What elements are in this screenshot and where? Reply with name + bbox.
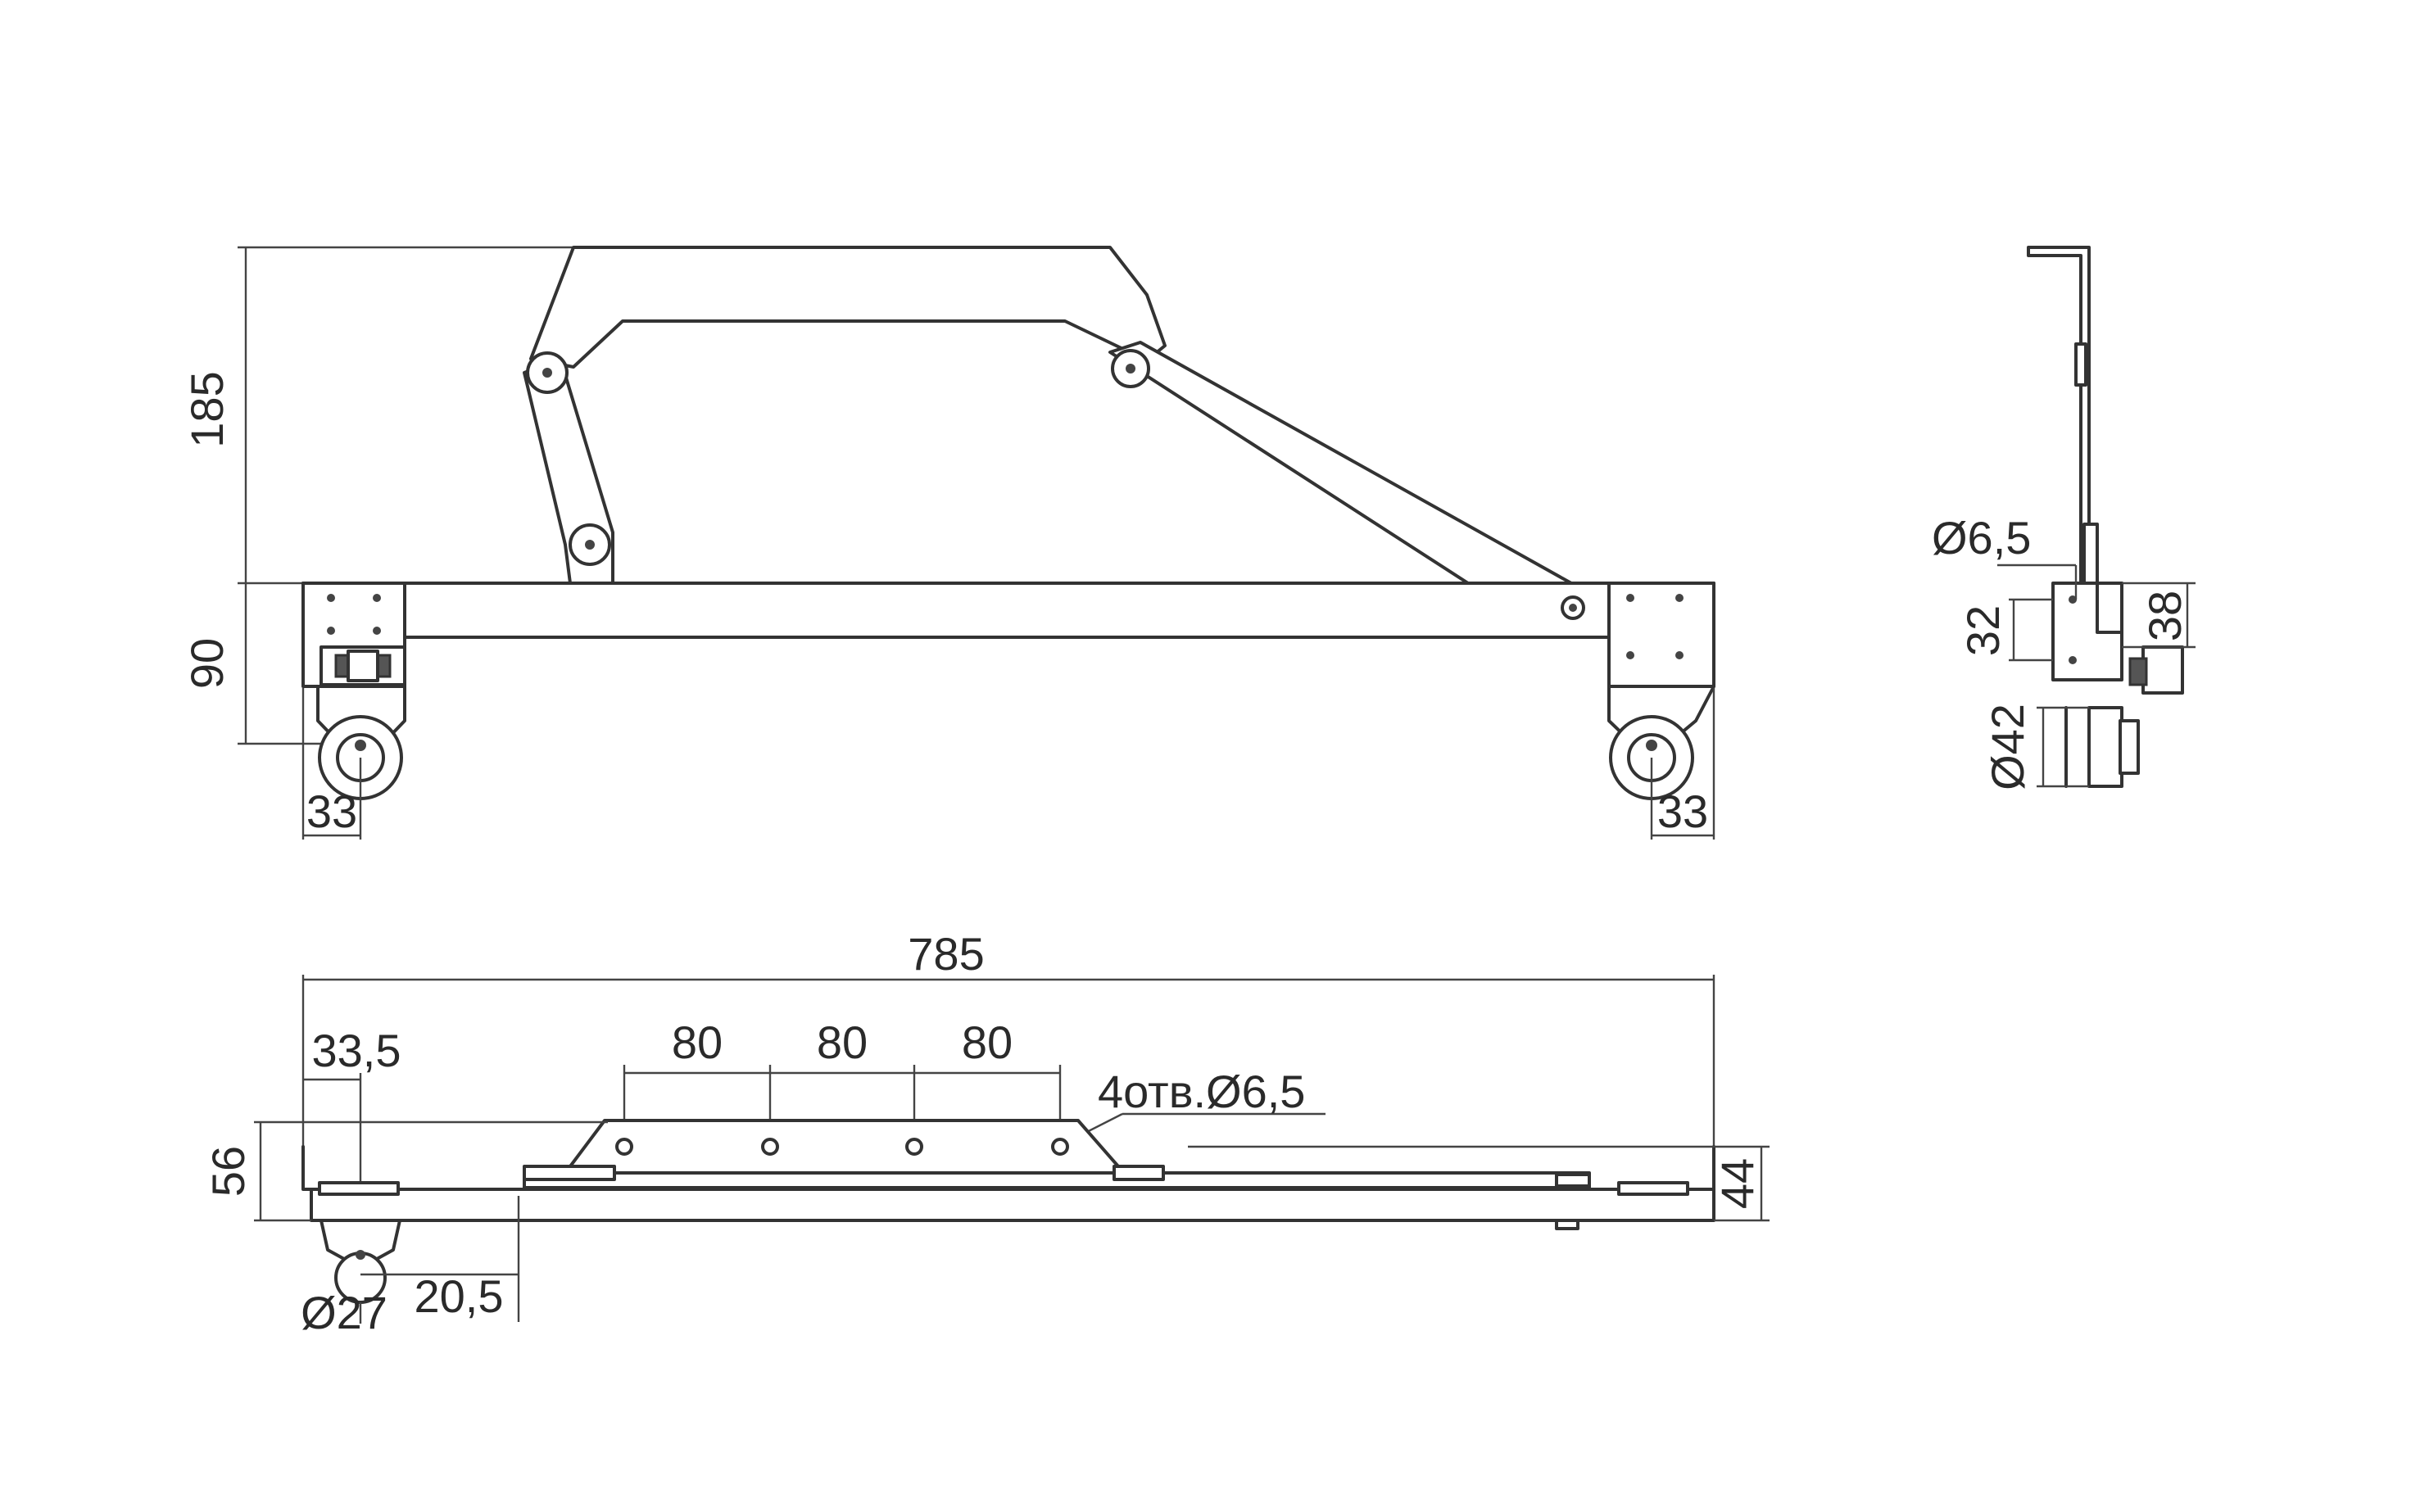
dim-label-hole: Ø6,5 [1932, 512, 2031, 564]
caster-left [301, 582, 406, 800]
end-wheel [2087, 706, 2123, 788]
dim-end-hole: Ø6,5 [1932, 512, 2078, 600]
dim-label-56: 56 [202, 1146, 254, 1197]
hook-upright [2027, 246, 2091, 588]
dim-label-785: 785 [908, 928, 984, 980]
plan-view: 785 33,5 80 80 80 4отв.Ø6,5 [202, 928, 1770, 1338]
dim-label-42: Ø42 [1982, 704, 2033, 790]
plan-caster [319, 1219, 401, 1304]
diagonal-strut [1108, 341, 1573, 585]
dim-label-80-c: 80 [962, 1016, 1013, 1068]
dim-depth-right: 44 [1188, 1145, 1770, 1222]
dim-wheel-left: 33 [301, 688, 362, 840]
dim-label-185: 185 [181, 371, 233, 447]
dim-end-38: 38 [2122, 582, 2196, 649]
dim-height-arm: 185 [181, 246, 573, 585]
frame-bar [301, 582, 1715, 639]
dim-label-20-5: 20,5 [415, 1270, 504, 1322]
dim-depth-left: 56 [202, 1120, 608, 1222]
caster-right [1607, 582, 1715, 800]
mounting-plate [564, 1119, 1126, 1175]
dim-label-33-left: 33 [306, 785, 357, 837]
handle-arm [529, 246, 1167, 369]
plan-frame [310, 1188, 1715, 1222]
plan-rail [523, 1171, 1591, 1189]
dim-label-holes: 4отв.Ø6,5 [1098, 1066, 1305, 1117]
dim-height-frame: 90 [181, 583, 360, 745]
dim-holes-note: 4отв.Ø6,5 [1028, 1066, 1326, 1163]
dim-overall-length: 785 [301, 928, 1715, 1171]
side-view: 185 90 [181, 246, 1715, 840]
dim-label-80-b: 80 [817, 1016, 868, 1068]
dim-wheel-right: 33 [1650, 688, 1715, 840]
end-view: Ø6,5 32 38 Ø42 [1932, 246, 2196, 790]
dim-end-32: 32 [1957, 598, 2053, 662]
dim-label-32: 32 [1957, 605, 2009, 656]
dim-label-27: Ø27 [301, 1287, 387, 1338]
dim-offset-left: 33,5 [303, 1025, 401, 1261]
dim-end-42: Ø42 [1982, 704, 2089, 790]
dim-caster-diameter: Ø27 [301, 1287, 387, 1338]
dim-label-38: 38 [2139, 591, 2191, 641]
dim-label-33-5: 33,5 [312, 1025, 401, 1076]
dim-label-90: 90 [181, 638, 233, 689]
dim-label-80-a: 80 [672, 1016, 723, 1068]
dim-caster-offset: 20,5 [360, 1196, 520, 1322]
dim-label-44: 44 [1711, 1158, 1763, 1209]
dim-label-33-right: 33 [1657, 785, 1708, 837]
